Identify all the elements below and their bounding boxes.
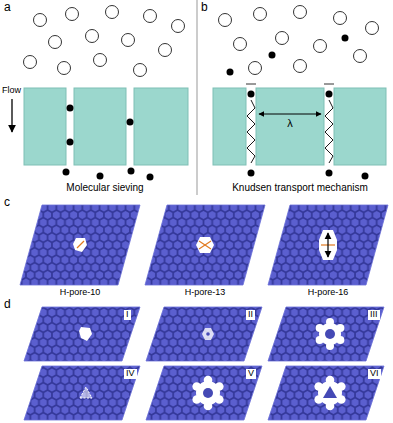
zigzag-path (247, 100, 333, 163)
roman-numeral: IV (124, 369, 137, 379)
graphene-sheets-d (24, 307, 384, 420)
pore-dimension (77, 233, 335, 257)
graphene-sheet (24, 307, 384, 420)
pore-label: H-pore-13 (185, 288, 226, 298)
roman-numeral: II (246, 310, 255, 320)
panel-letter: d (4, 298, 11, 311)
panel-letter: a (4, 1, 11, 14)
membrane-block (24, 88, 188, 165)
pore-label: H-pore-10 (60, 288, 101, 298)
membrane-knudsen (213, 6, 386, 180)
large-molecules (24, 6, 185, 77)
roman-numeral: V (246, 369, 256, 379)
graphene-sheet (20, 205, 388, 285)
flow-label: Flow (2, 86, 21, 96)
graphene-sheets-c (20, 205, 388, 285)
pore (73, 230, 337, 260)
symbol-label: λ (287, 117, 293, 129)
panel-caption: Knudsen transport mechanism (232, 182, 368, 193)
panel-letter: b (201, 1, 208, 14)
pore-label: H-pore-16 (308, 288, 349, 298)
roman-numeral: VI (368, 369, 381, 379)
pore (79, 318, 346, 410)
large-molecules (219, 6, 379, 75)
roman-numeral: III (368, 310, 380, 320)
panel-caption: Molecular sieving (66, 182, 143, 193)
flow-arrow (11, 99, 12, 132)
pore-width-mark (246, 84, 334, 85)
mean-free-path-arrow (259, 114, 321, 115)
roman-numeral: I (124, 310, 131, 320)
membrane-block (213, 88, 386, 165)
small-molecules (63, 105, 154, 181)
membrane-sieving (12, 6, 188, 181)
small-molecules (227, 35, 369, 180)
panel-letter: c (4, 196, 10, 209)
panel-divider (197, 0, 198, 195)
